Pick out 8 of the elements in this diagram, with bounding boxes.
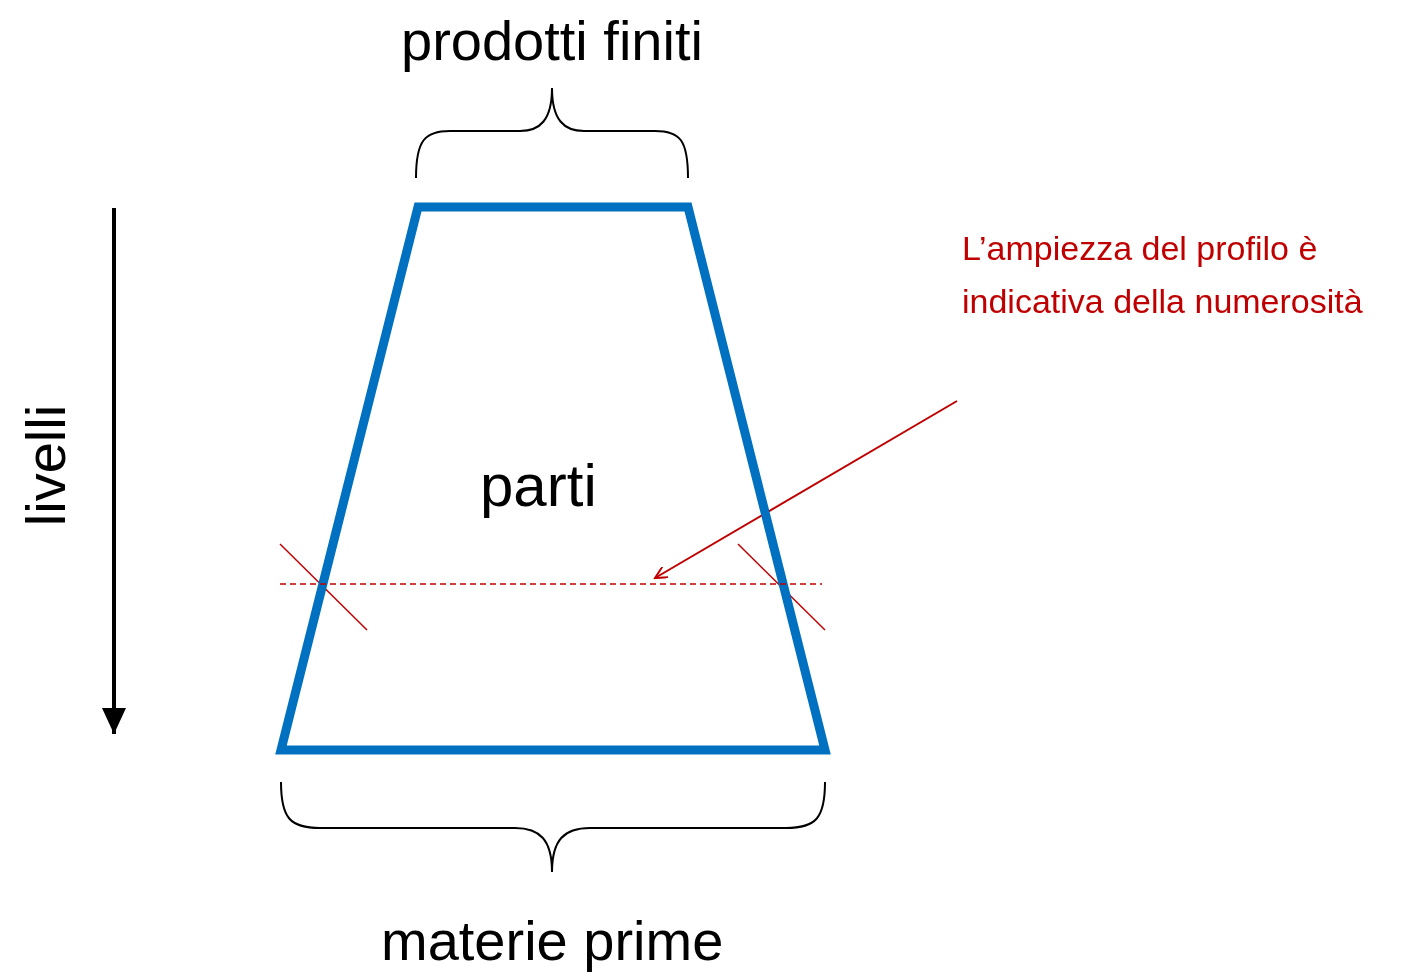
leader-arrow [654, 400, 958, 579]
dashed-line [280, 580, 822, 588]
trapezoid-outline [278, 204, 828, 754]
group-label: materie prime [381, 908, 724, 973]
axis-label: livelli [12, 404, 78, 526]
annotation-text: L’ampiezza del profilo è indicativa della numerosità [962, 228, 1364, 322]
group-label: prodotti finiti [401, 8, 703, 73]
shape-label: parti [480, 451, 598, 521]
